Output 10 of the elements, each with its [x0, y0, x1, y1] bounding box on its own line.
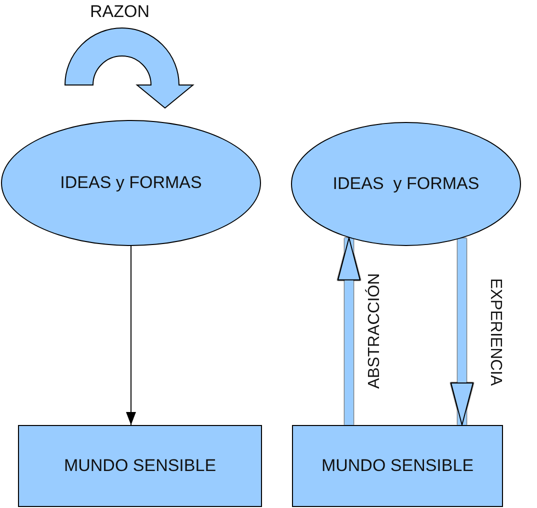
block-arrow	[450, 238, 474, 426]
node-label: IDEAS y FORMAS	[60, 173, 202, 193]
node-label: MUNDO SENSIBLE	[321, 456, 474, 476]
node-label: IDEAS y FORMAS	[332, 174, 480, 194]
arrow	[126, 246, 136, 426]
block-arrow	[338, 237, 360, 425]
annotation-label: RAZON	[90, 2, 150, 22]
node-label: MUNDO SENSIBLE	[64, 456, 216, 476]
rectangle-node	[18, 425, 262, 507]
rectangle-node	[292, 425, 503, 507]
